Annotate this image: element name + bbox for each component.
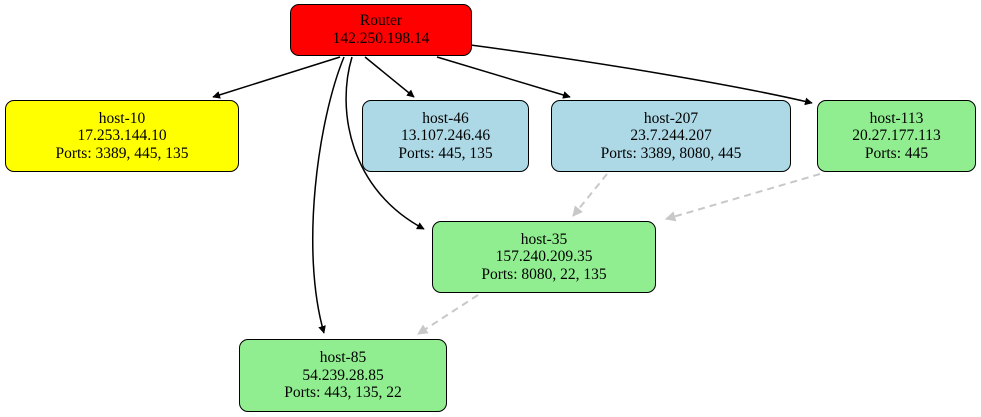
edge-router-to-host10 [212, 56, 341, 99]
node-host-207-name: host-207 [643, 109, 699, 127]
node-host-85[interactable]: host-85 54.239.28.85 Ports: 443, 135, 22 [239, 339, 447, 412]
node-host-113-name: host-113 [869, 109, 924, 127]
node-host-35-ports: Ports: 8080, 22, 135 [481, 265, 607, 283]
node-host-35[interactable]: host-35 157.240.209.35 Ports: 8080, 22, … [432, 221, 656, 293]
node-host-10-ports: Ports: 3389, 445, 135 [55, 144, 189, 162]
node-host-85-name: host-85 [319, 349, 367, 367]
node-host-207-ip: 23.7.244.207 [630, 127, 712, 145]
node-host-46[interactable]: host-46 13.107.246.46 Ports: 445, 135 [362, 100, 529, 172]
edge-host207-to-host35 [572, 173, 608, 217]
node-host-113-ip: 20.27.177.113 [852, 127, 941, 145]
edge-host35-to-host85 [417, 294, 479, 335]
node-router[interactable]: Router 142.250.198.14 [290, 4, 472, 56]
node-host-113[interactable]: host-113 20.27.177.113 Ports: 445 [817, 100, 976, 172]
edge-host113-to-host35 [665, 173, 821, 222]
node-host-10[interactable]: host-10 17.253.144.10 Ports: 3389, 445, … [5, 100, 239, 172]
node-router-name: Router [359, 12, 403, 30]
edge-router-to-host207 [436, 56, 571, 99]
node-host-207[interactable]: host-207 23.7.244.207 Ports: 3389, 8080,… [551, 100, 791, 172]
node-host-85-ip: 54.239.28.85 [302, 366, 384, 384]
node-host-85-ports: Ports: 443, 135, 22 [284, 384, 402, 402]
node-host-46-ip: 13.107.246.46 [400, 127, 491, 145]
node-host-35-ip: 157.240.209.35 [495, 248, 593, 266]
edge-router-to-host113 [462, 43, 813, 106]
node-host-46-ports: Ports: 445, 135 [398, 144, 493, 162]
edge-router-to-host46 [364, 56, 415, 98]
node-host-10-name: host-10 [98, 109, 146, 127]
node-host-10-ip: 17.253.144.10 [77, 127, 167, 145]
edge-router-to-host85 [312, 56, 345, 334]
node-router-ip: 142.250.198.14 [332, 30, 430, 47]
node-host-35-name: host-35 [520, 230, 568, 248]
node-host-207-ports: Ports: 3389, 8080, 445 [600, 144, 742, 162]
node-host-46-name: host-46 [422, 109, 469, 127]
node-host-113-ports: Ports: 445 [864, 144, 929, 162]
